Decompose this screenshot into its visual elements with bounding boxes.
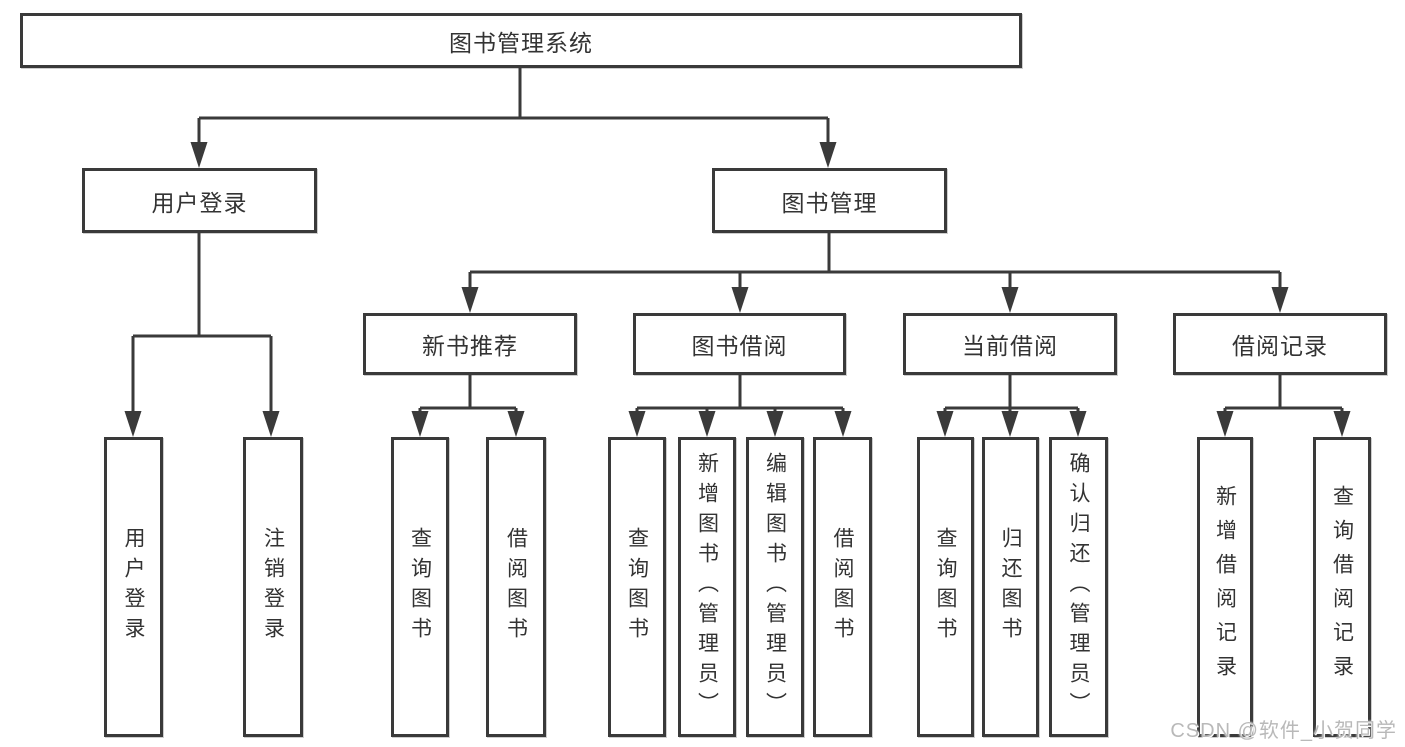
leaf-current-confirm-return-admin: 确认归还（管理员） [1049, 437, 1108, 737]
node-user-login: 用户登录 [82, 168, 317, 233]
leaf-records-add-record: 新增借阅记录 [1197, 437, 1253, 737]
connector-arrowheads [124, 142, 1351, 437]
leaf-current-query-book: 查询图书 [917, 437, 974, 737]
node-library-system: 图书管理系统 [20, 13, 1022, 68]
leaf-recommend-query-book: 查询图书 [391, 437, 449, 737]
csdn-watermark: CSDN @软件_小贺同学 [1170, 720, 1397, 742]
connector-paths [131, 68, 1344, 413]
leaf-current-return-book: 归还图书 [982, 437, 1039, 737]
leaf-borrowing-edit-book-admin: 编辑图书（管理员） [746, 437, 804, 737]
node-book-borrowing: 图书借阅 [633, 313, 846, 375]
leaf-borrowing-query-book: 查询图书 [608, 437, 666, 737]
node-current-borrowing: 当前借阅 [903, 313, 1117, 375]
leaf-records-query-record: 查询借阅记录 [1313, 437, 1371, 737]
leaf-borrowing-borrow-book: 借阅图书 [813, 437, 872, 737]
node-book-management: 图书管理 [712, 168, 947, 233]
node-borrowing-records: 借阅记录 [1173, 313, 1387, 375]
leaf-recommend-borrow-book: 借阅图书 [486, 437, 546, 737]
leaf-logout: 注销登录 [243, 437, 303, 737]
leaf-user-login: 用户登录 [104, 437, 163, 737]
leaf-borrowing-add-book-admin: 新增图书（管理员） [678, 437, 736, 737]
node-new-book-recommendation: 新书推荐 [363, 313, 577, 375]
